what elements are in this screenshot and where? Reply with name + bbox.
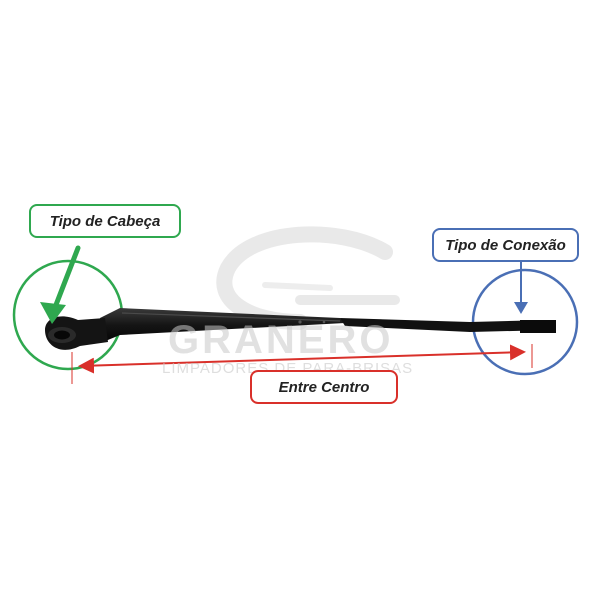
head-pointer-arrow-icon: [40, 245, 81, 324]
head-type-label: Tipo de Cabeça: [29, 204, 181, 238]
wiper-arm: [45, 308, 556, 350]
connection-pointer-arrow-icon: [514, 262, 528, 314]
center-distance-measure: [71, 344, 533, 384]
connection-type-label: Tipo de Conexão: [432, 228, 579, 262]
watermark-logo: [216, 226, 400, 330]
center-distance-label: Entre Centro: [250, 370, 398, 404]
watermark-brand: GRANERO: [168, 318, 394, 362]
